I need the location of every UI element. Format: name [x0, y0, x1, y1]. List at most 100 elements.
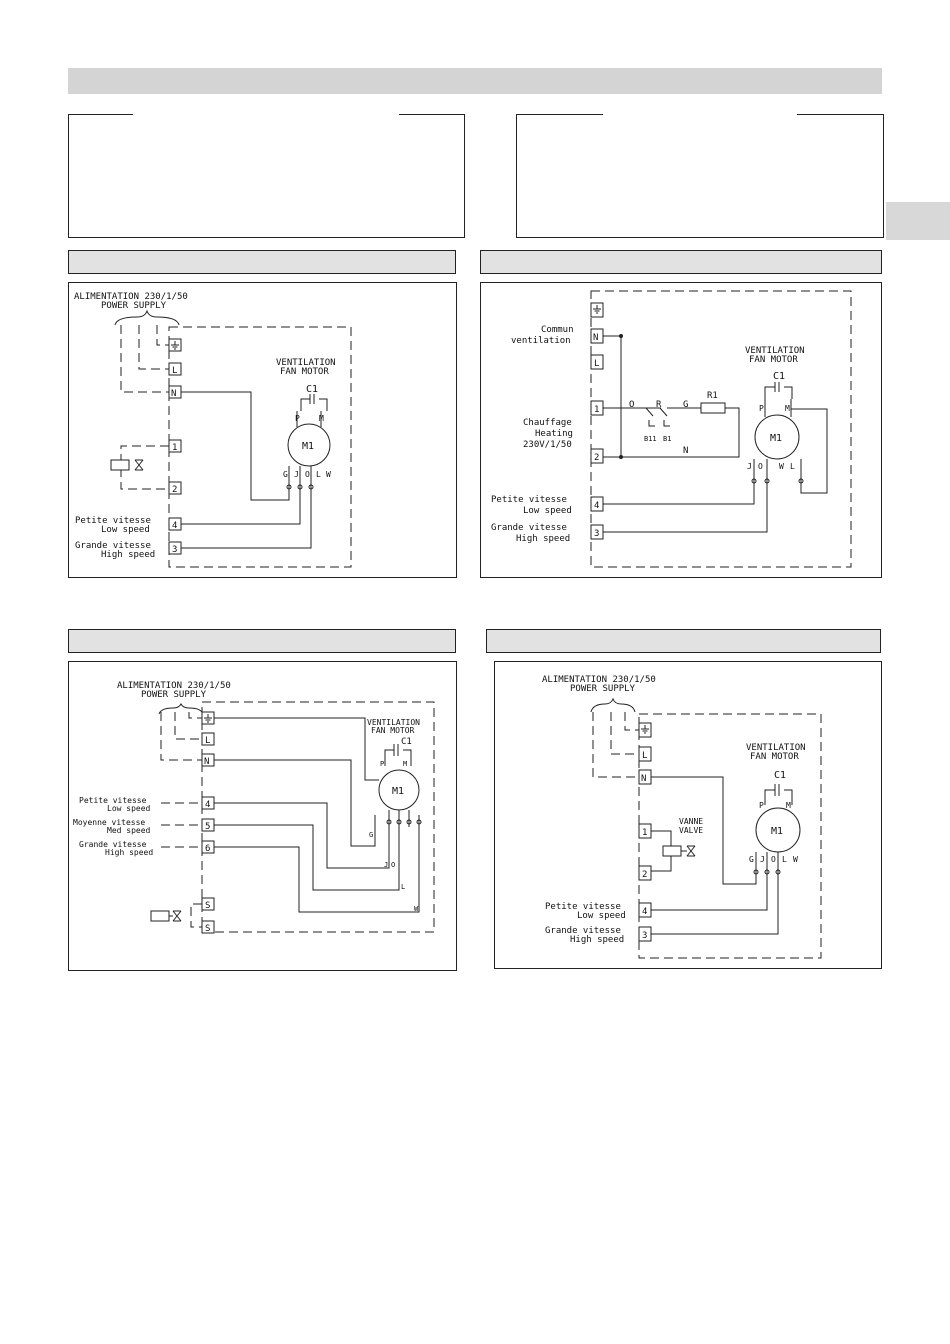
ground-icon: [204, 714, 212, 723]
low-speed-wire: [651, 876, 768, 911]
thermostat-b1: B1: [663, 435, 671, 443]
valve-label-fr: VANNE: [679, 817, 703, 826]
terminal-ground: [638, 722, 652, 738]
terminal-3: 3: [642, 931, 647, 941]
wire-code-m: M: [785, 404, 790, 413]
terminal-2: 2: [172, 485, 177, 495]
motor-subtitle: FAN MOTOR: [280, 367, 329, 377]
motor-label: M1: [771, 826, 783, 837]
wire-code-w: W: [779, 462, 784, 471]
wire-code-o: O: [771, 855, 776, 864]
heating-label-fr: Chauffage: [523, 418, 572, 428]
terminal-3: 3: [172, 545, 177, 555]
supply-brace: [590, 697, 636, 713]
motor-label: M1: [392, 786, 404, 797]
neutral-wire: [214, 759, 376, 847]
med-speed-en: Med speed: [107, 826, 151, 835]
ground-icon: [593, 305, 601, 314]
diagram-3-panel: ALIMENTATION 230/1/50 POWER SUPPLY L N 4…: [68, 661, 457, 971]
terminal-l: L: [205, 736, 210, 746]
high-speed-en: High speed: [570, 935, 624, 945]
solenoid-valve-icon: [169, 910, 182, 922]
equipment-enclosure: [201, 701, 435, 933]
high-speed-en: High speed: [105, 848, 153, 857]
wire-code-p: P: [380, 760, 384, 768]
resistor-icon: [700, 402, 726, 414]
terminal-ground: [168, 338, 182, 352]
wiring-diagram-4: ALIMENTATION 230/1/50 POWER SUPPLY L N 1…: [542, 675, 822, 959]
header-bar: [68, 68, 882, 94]
heating-voltage: 230V/1/50: [523, 440, 572, 450]
thermostat-icon: [648, 420, 670, 427]
diagram-3-title-bar: [68, 629, 456, 653]
low-speed-fr: Petite vitesse: [75, 516, 151, 526]
wire-label-g: G: [683, 400, 688, 410]
diagram-1-panel: ALIMENTATION 230/1/50 POWER SUPPLY L N 1…: [68, 282, 457, 578]
low-speed-wire: [603, 485, 755, 505]
capacitor-icon: [764, 382, 793, 399]
low-speed-fr: Petite vitesse: [545, 902, 621, 912]
neutral-wire: [651, 776, 757, 885]
high-speed-fr: Grande vitesse: [79, 840, 147, 849]
wiring-diagram-2: N L 1 2 4 3 Commun ventilation Chauffage…: [491, 290, 852, 568]
motor-title: VENTILATION: [276, 358, 336, 368]
wire-code-g: G: [369, 831, 373, 839]
common-label-fr: Commun: [541, 325, 574, 335]
terminal-n: N: [171, 389, 176, 399]
wire-code-m: M: [786, 801, 791, 810]
motor-subtitle: FAN MOTOR: [750, 752, 799, 762]
capacitor-label: C1: [773, 371, 785, 382]
terminal-n: N: [204, 757, 209, 767]
diagram-4-title-bar: [486, 629, 881, 653]
terminal-l: L: [642, 751, 647, 761]
wiring-diagram-1: ALIMENTATION 230/1/50 POWER SUPPLY L N 1…: [74, 292, 352, 568]
motor-icon: [287, 423, 331, 467]
solenoid-valve-icon: [681, 845, 696, 857]
wire-code-l: L: [316, 470, 321, 479]
wire-code-j: J: [294, 470, 299, 479]
terminal-4: 4: [172, 521, 177, 531]
resistor-label: R1: [707, 391, 718, 401]
terminal-s1: S: [205, 901, 210, 911]
capacitor-icon: [764, 784, 793, 805]
supply-label: ALIMENTATION 230/1/50: [542, 675, 656, 685]
ground-icon: [641, 725, 649, 734]
motor-label: M1: [302, 441, 314, 452]
diagram-1-title-bar: [68, 250, 456, 274]
high-speed-fr: Grande vitesse: [75, 541, 151, 551]
wire-code-j: J: [760, 855, 765, 864]
terminal-2: 2: [642, 870, 647, 880]
note-box-right: [516, 113, 884, 238]
high-speed-fr: Grande vitesse: [545, 926, 621, 936]
supply-label: ALIMENTATION 230/1/50: [74, 292, 188, 302]
motor-subtitle: FAN MOTOR: [749, 355, 798, 365]
high-speed-wire: [651, 876, 779, 935]
motor-label: M1: [770, 433, 782, 444]
wiring-diagram-3: ALIMENTATION 230/1/50 POWER SUPPLY L N 4…: [73, 681, 435, 934]
note-box-left: [68, 113, 465, 238]
supply-sublabel: POWER SUPPLY: [101, 301, 167, 311]
terminal-l: L: [172, 366, 177, 376]
low-speed-en: Low speed: [107, 804, 151, 813]
motor-title: VENTILATION: [745, 346, 805, 356]
low-speed-en: Low speed: [577, 911, 626, 921]
capacitor-label: C1: [401, 737, 412, 747]
section-tab: [886, 202, 950, 240]
wire-code-l: L: [782, 855, 787, 864]
diagram-2-panel: N L 1 2 4 3 Commun ventilation Chauffage…: [480, 282, 882, 578]
valve-wiring: [190, 903, 202, 928]
med-speed-fr: Moyenne vitesse: [73, 818, 145, 827]
wire-code-j: J: [384, 861, 388, 869]
low-speed-fr: Petite vitesse: [79, 796, 147, 805]
diagram-4-panel: ALIMENTATION 230/1/50 POWER SUPPLY L N 1…: [494, 661, 882, 969]
valve-wiring: [120, 445, 169, 490]
common-rail: [603, 335, 622, 458]
low-speed-en: Low speed: [523, 506, 572, 516]
terminal-l: L: [594, 359, 599, 369]
capacitor-icon: [384, 744, 412, 766]
wire-label-r: R: [656, 400, 662, 410]
motor-subtitle: FAN MOTOR: [371, 726, 415, 735]
terminal-n: N: [593, 333, 598, 343]
low-speed-wire: [181, 493, 301, 525]
terminal-5: 5: [205, 822, 210, 832]
